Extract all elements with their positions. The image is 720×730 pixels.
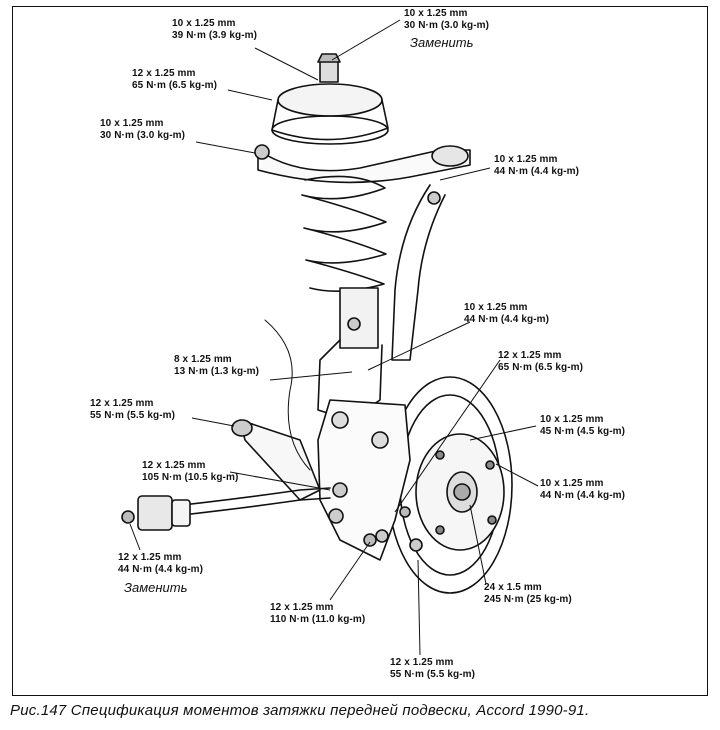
bolt-torque: 30 N·m (3.0 kg-m) <box>100 130 186 141</box>
bolt-torque: 30 N·m (3.0 kg-m) <box>404 20 490 31</box>
bolt-size: 10 x 1.25 mm <box>100 118 164 129</box>
bolt-size: 10 x 1.25 mm <box>540 478 604 489</box>
strut-body <box>317 287 383 421</box>
bolt-torque: 44 N·m (4.4 kg-m) <box>118 564 204 575</box>
label-mount: 12 x 1.25 mm 65 N·m (6.5 kg-m) <box>132 68 217 92</box>
label-bottom: 12 x 1.25 mm 55 N·m (5.5 kg-m) <box>390 657 475 681</box>
brake-line <box>264 319 311 471</box>
bolt-torque: 44 N·m (4.4 kg-m) <box>494 166 580 177</box>
stabilizer-bar <box>121 487 331 531</box>
upper-arm <box>254 144 471 184</box>
label-top-left: 10 x 1.25 mm 39 N·m (3.9 kg-m) <box>172 18 257 42</box>
leader-lines <box>129 19 539 656</box>
bolt-size: 12 x 1.25 mm <box>390 657 454 668</box>
figure-caption: Рис.147 Спецификация моментов затяжки пе… <box>10 702 590 719</box>
bolt-torque: 65 N·m (6.5 kg-m) <box>498 362 584 373</box>
bolt-torque: 105 N·m (10.5 kg-m) <box>142 472 239 483</box>
label-arm-right: 10 x 1.25 mm 44 N·m (4.4 kg-m) <box>494 154 579 178</box>
knuckle-upper-arm <box>391 184 446 361</box>
label-knuckle-top: 10 x 1.25 mm 44 N·m (4.4 kg-m) <box>464 302 549 326</box>
bolt-size: 12 x 1.25 mm <box>118 552 182 563</box>
bolt-size: 12 x 1.25 mm <box>90 398 154 409</box>
bolt-size: 10 x 1.25 mm <box>464 302 528 313</box>
label-caliper-b: 10 x 1.25 mm 44 N·m (4.4 kg-m) <box>540 478 625 502</box>
bolt-torque: 39 N·m (3.9 kg-m) <box>172 30 258 41</box>
bolt-size: 10 x 1.25 mm <box>540 414 604 425</box>
strut-top-mount <box>271 53 389 145</box>
lower-arm <box>231 419 321 501</box>
label-top-right: 10 x 1.25 mm 30 N·m (3.0 kg-m) <box>404 8 489 32</box>
label-lower-bolt: 12 x 1.25 mm 110 N·m (11.0 kg-m) <box>270 602 365 626</box>
label-lower-arm: 12 x 1.25 mm 55 N·m (5.5 kg-m) <box>90 398 175 422</box>
bolt-torque: 44 N·m (4.4 kg-m) <box>464 314 550 325</box>
bolt-torque: 65 N·m (6.5 kg-m) <box>132 80 218 91</box>
replace-note-stab: Заменить <box>124 580 188 595</box>
coil-spring <box>301 175 387 292</box>
bolt-size: 10 x 1.25 mm <box>404 8 468 19</box>
ball-joint-nuts <box>328 482 423 552</box>
label-sensor: 8 x 1.25 mm 13 N·m (1.3 kg-m) <box>174 354 259 378</box>
bolt-size: 12 x 1.25 mm <box>132 68 196 79</box>
bolt-torque: 55 N·m (5.5 kg-m) <box>390 669 476 680</box>
label-hub-upper: 12 x 1.25 mm 65 N·m (6.5 kg-m) <box>498 350 583 374</box>
bolt-size: 8 x 1.25 mm <box>174 354 232 365</box>
bolt-torque: 45 N·m (4.5 kg-m) <box>540 426 626 437</box>
bolt-size: 10 x 1.25 mm <box>494 154 558 165</box>
bolt-size: 24 x 1.5 mm <box>484 582 542 593</box>
bolt-torque: 110 N·m (11.0 kg-m) <box>270 614 366 625</box>
label-caliper-a: 10 x 1.25 mm 45 N·m (4.5 kg-m) <box>540 414 625 438</box>
bolt-size: 10 x 1.25 mm <box>172 18 236 29</box>
bolt-torque: 44 N·m (4.4 kg-m) <box>540 490 626 501</box>
bolt-size: 12 x 1.25 mm <box>498 350 562 361</box>
bolt-torque: 13 N·m (1.3 kg-m) <box>174 366 260 377</box>
bolt-torque: 245 N·m (25 kg-m) <box>484 594 572 605</box>
label-arm-left: 10 x 1.25 mm 30 N·m (3.0 kg-m) <box>100 118 185 142</box>
bolt-size: 12 x 1.25 mm <box>270 602 334 613</box>
figure-frame <box>12 6 708 696</box>
bolt-torque: 55 N·m (5.5 kg-m) <box>90 410 176 421</box>
bolt-size: 12 x 1.25 mm <box>142 460 206 471</box>
label-ball-joint: 12 x 1.25 mm 105 N·m (10.5 kg-m) <box>142 460 238 484</box>
label-stab-end: 12 x 1.25 mm 44 N·m (4.4 kg-m) <box>118 552 203 576</box>
replace-note-top: Заменить <box>410 35 474 50</box>
label-spindle: 24 x 1.5 mm 245 N·m (25 kg-m) <box>484 582 572 606</box>
caliper-knuckle <box>317 399 411 561</box>
brake-disc <box>387 376 513 594</box>
